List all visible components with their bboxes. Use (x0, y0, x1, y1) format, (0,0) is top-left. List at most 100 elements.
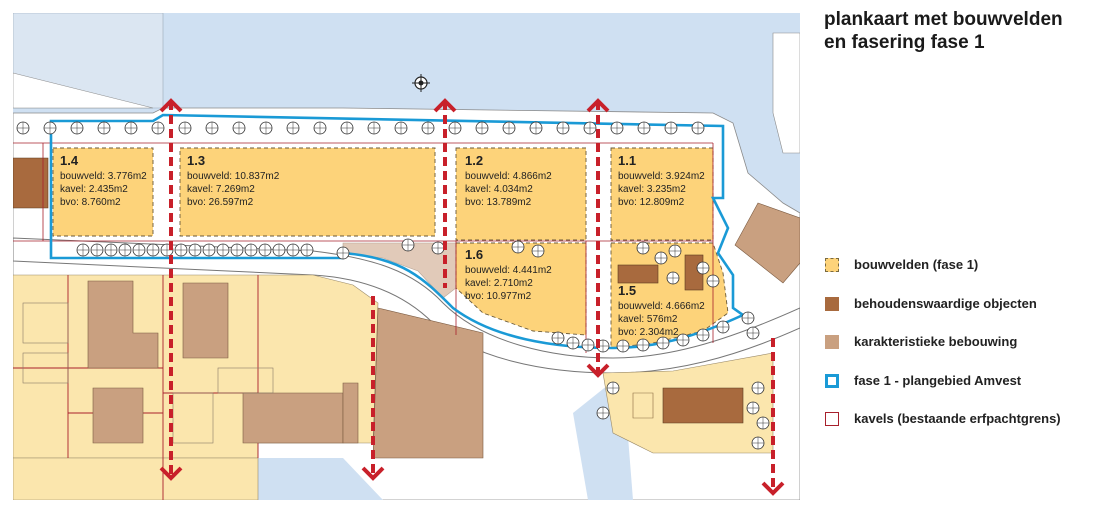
plot-id: 1.4 (60, 153, 79, 168)
tree-icon (610, 121, 624, 135)
existing-plot-sw2 (13, 457, 259, 500)
plot-id: 1.1 (618, 153, 636, 168)
plot-kavel: kavel: 3.235m2 (618, 184, 686, 195)
tree-icon (90, 243, 104, 257)
behoudenswaardig-west (13, 157, 49, 209)
tree-icon (394, 121, 408, 135)
tree-icon (706, 274, 720, 288)
plot-bvo: bvo: 2.304m2 (618, 327, 679, 338)
plot-bvo: bvo: 12.809m2 (618, 197, 685, 208)
legend-swatch-bouwvelden (825, 257, 839, 272)
tree-icon (118, 243, 132, 257)
tree-icon (583, 121, 597, 135)
tree-icon (146, 243, 160, 257)
tree-icon (511, 240, 525, 254)
legend-swatch-karakteristiek (825, 334, 839, 349)
legend-label: fase 1 - plangebied Amvest (854, 373, 1022, 388)
tree-icon (751, 381, 765, 395)
plot-id: 1.2 (465, 153, 483, 168)
legend-item-fase1: fase 1 - plangebied Amvest (825, 373, 1021, 388)
tree-icon (448, 121, 462, 135)
tree-icon (616, 339, 630, 353)
tree-icon (637, 121, 651, 135)
tree-icon (104, 243, 118, 257)
plot-label-1-5: 1.5 bouwveld: 4.666m2 kavel: 576m2 bvo: … (618, 283, 705, 338)
legend-item-bouwvelden: bouwvelden (fase 1) (825, 257, 978, 272)
tree-icon (566, 336, 580, 350)
bouwveld-1-1 (610, 147, 714, 241)
legend-label: karakteristieke bebouwing (854, 334, 1018, 349)
tree-icon (230, 243, 244, 257)
tree-icon (746, 326, 760, 340)
tree-icon (188, 243, 202, 257)
plot-bvo: bvo: 26.597m2 (187, 197, 254, 208)
bouwveld-1-4 (52, 147, 154, 237)
tree-icon (656, 336, 670, 350)
tree-icon (174, 243, 188, 257)
behoudenswaardig-se (662, 387, 744, 424)
access-arrow (586, 98, 610, 378)
access-arrows (159, 98, 785, 496)
bouwveld-1-2 (455, 147, 587, 241)
plot-kavel: kavel: 7.269m2 (187, 184, 255, 195)
plot-label-1-1: 1.1 bouwveld: 3.924m2 kavel: 3.235m2 bvo… (618, 153, 705, 208)
tree-icon (666, 271, 680, 285)
tree-icon (751, 436, 765, 450)
tree-icon (636, 241, 650, 255)
plot-kavel: kavel: 4.034m2 (465, 184, 533, 195)
tree-icon (529, 121, 543, 135)
tree-icon (716, 320, 730, 334)
building-outlines-sw (22, 302, 274, 444)
plot-labels: 1.4 bouwveld: 3.776m2 kavel: 2.435m2 bvo… (60, 153, 705, 338)
plot-label-1-2: 1.2 bouwveld: 4.866m2 kavel: 4.034m2 bvo… (465, 153, 552, 208)
tree-icon (756, 416, 770, 430)
plot-bvo: bvo: 13.789m2 (465, 197, 532, 208)
tree-icon (676, 333, 690, 347)
legend-item-kavels: kavels (bestaande erfpachtgrens) (825, 411, 1061, 426)
tree-icon (596, 406, 610, 420)
tree-icon (336, 246, 350, 260)
plot-kavel: kavel: 2.435m2 (60, 184, 128, 195)
tree-row-north (16, 121, 705, 135)
tree-icon (502, 121, 516, 135)
tree-icon (531, 244, 545, 258)
access-arrow (433, 98, 457, 288)
tree-icon (551, 331, 565, 345)
tree-icon (367, 121, 381, 135)
tree-icon (286, 243, 300, 257)
legend-swatch-behoudenswaardig (825, 296, 839, 311)
bouwveld-1-3 (179, 147, 436, 237)
tree-icon (431, 241, 445, 255)
plot-bvo: bvo: 8.760m2 (60, 197, 121, 208)
plot-id: 1.3 (187, 153, 205, 168)
tree-icon (178, 121, 192, 135)
tree-icon (696, 261, 710, 275)
access-arrow (159, 98, 183, 481)
legend-title-line-2: en fasering fase 1 (824, 32, 985, 53)
tree-row-road (76, 238, 770, 450)
south-water-bottom (258, 458, 383, 500)
legend-title-line-1: plankaart met bouwvelden (824, 9, 1063, 30)
tree-icon (664, 121, 678, 135)
plot-id: 1.6 (465, 247, 483, 262)
legend-item-behoudenswaardig: behoudenswaardige objecten (825, 296, 1037, 311)
tree-icon (124, 121, 138, 135)
tree-icon (401, 238, 415, 252)
plot-bouwveld: bouwveld: 10.837m2 (187, 171, 280, 182)
tree-icon (340, 121, 354, 135)
plot-bvo: bvo: 10.977m2 (465, 291, 532, 302)
north-pier (13, 72, 154, 109)
plot-label-1-4: 1.4 bouwveld: 3.776m2 kavel: 2.435m2 bvo… (60, 153, 147, 208)
tree-icon (313, 121, 327, 135)
tree-icon (668, 244, 682, 258)
plot-bouwveld: bouwveld: 4.866m2 (465, 171, 552, 182)
plot-bouwveld: bouwveld: 4.666m2 (618, 301, 705, 312)
tree-icon (421, 121, 435, 135)
legend-label: bouwvelden (fase 1) (854, 257, 979, 272)
tree-icon (741, 311, 755, 325)
tree-icon (132, 243, 146, 257)
plot-bouwveld: bouwveld: 3.924m2 (618, 171, 705, 182)
access-arrow (361, 296, 385, 481)
tree-icon (244, 243, 258, 257)
tree-icon (581, 338, 595, 352)
